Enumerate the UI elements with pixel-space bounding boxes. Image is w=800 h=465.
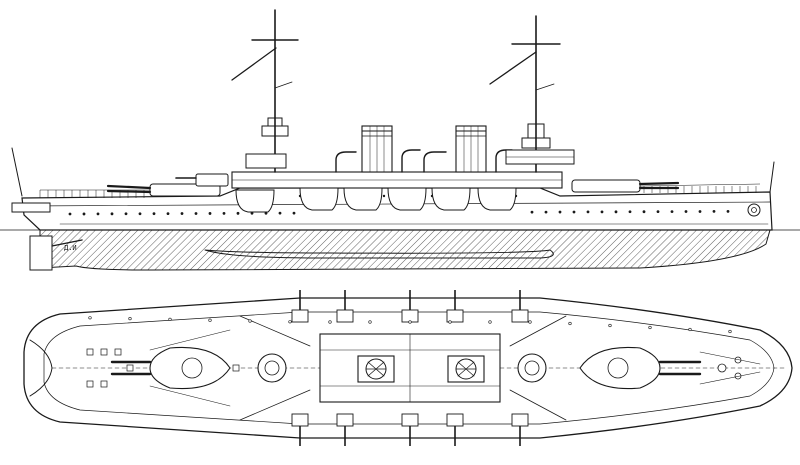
porthole <box>628 210 632 214</box>
porthole <box>558 210 562 214</box>
porthole <box>194 212 198 215</box>
aft-gun-house <box>175 173 229 187</box>
broadside-gun-mount <box>336 413 354 427</box>
porthole <box>586 210 590 214</box>
fore-mast <box>489 15 575 173</box>
aft-turret-side <box>106 183 221 197</box>
deck-hatch <box>100 380 108 388</box>
deck-hatch <box>86 348 94 356</box>
deck-fittings <box>86 316 732 388</box>
funnel-aft <box>361 125 393 173</box>
bollard <box>88 316 92 320</box>
broadside-gun-mount <box>291 413 309 427</box>
rudder <box>29 235 53 271</box>
fore-turret-side <box>571 179 680 193</box>
hull-marking-text: Д.И <box>64 244 77 252</box>
aft-mast <box>231 9 299 173</box>
broadside-gun-mount <box>401 309 419 323</box>
porthole <box>82 212 86 216</box>
stern-walk <box>11 202 51 213</box>
bollard <box>528 320 532 324</box>
anchor <box>747 203 761 217</box>
porthole <box>68 212 72 216</box>
broadside-gun-mount <box>446 309 464 323</box>
bollard <box>408 320 412 324</box>
bollard <box>448 320 452 324</box>
fore-turret-plan <box>579 346 702 390</box>
casemates <box>235 187 517 213</box>
porthole <box>152 212 156 216</box>
porthole <box>698 210 702 213</box>
bollard <box>648 325 652 330</box>
underwater-hull <box>39 229 771 271</box>
jack-staff <box>769 161 775 193</box>
porthole <box>124 212 128 216</box>
funnel-fore <box>455 125 487 173</box>
porthole <box>544 210 548 214</box>
funnel-top-aft <box>357 355 395 383</box>
bollard <box>568 321 572 326</box>
gun-arc-lines <box>149 315 567 421</box>
porthole <box>292 211 296 215</box>
side-elevation-view: Д.И <box>0 9 800 271</box>
bollard <box>248 319 252 323</box>
deck-hatch <box>126 364 134 372</box>
bilge-keel <box>204 249 554 259</box>
deck-hatch <box>114 348 122 356</box>
porthole <box>614 210 618 214</box>
porthole <box>684 210 688 213</box>
bollard <box>728 329 732 334</box>
porthole <box>670 210 674 213</box>
porthole <box>166 212 170 216</box>
porthole <box>530 210 534 214</box>
broadside-gun-mount <box>446 413 464 427</box>
porthole <box>110 212 114 216</box>
porthole <box>726 209 730 213</box>
bollard <box>688 327 692 332</box>
porthole <box>600 210 604 214</box>
porthole <box>264 211 268 215</box>
deck-railing <box>39 183 761 198</box>
porthole <box>382 194 386 198</box>
bollard <box>608 323 612 328</box>
deck-hatch <box>232 364 240 372</box>
bollard <box>328 320 332 324</box>
bollard <box>168 317 172 322</box>
funnel-top-fore <box>447 355 485 383</box>
broadside-gun-mount <box>291 309 309 323</box>
broadside-gun-mount <box>511 413 529 427</box>
porthole <box>222 211 226 215</box>
deck-hatch <box>100 348 108 356</box>
porthole <box>656 210 660 214</box>
porthole <box>572 210 576 214</box>
bollard <box>368 320 372 324</box>
deck-hatch <box>86 380 94 388</box>
bollard <box>208 318 212 322</box>
mast-base-fore <box>517 353 547 383</box>
porthole <box>138 212 142 216</box>
porthole <box>96 212 100 216</box>
broadside-gun-mount <box>336 309 354 323</box>
porthole <box>642 210 646 214</box>
broadside-gun-mount <box>511 309 529 323</box>
broadside-gun-mount <box>401 413 419 427</box>
bow-fittings <box>699 351 761 385</box>
bollard <box>488 320 492 324</box>
bollard <box>128 317 132 321</box>
porthole <box>208 212 212 215</box>
porthole <box>712 210 716 213</box>
porthole <box>180 212 184 215</box>
railing-line <box>639 183 761 187</box>
porthole <box>278 211 282 215</box>
porthole <box>236 211 240 215</box>
mast-base-aft <box>257 353 287 383</box>
bollard <box>288 320 292 324</box>
aft-turret-plan <box>110 346 231 390</box>
stern-flagstaff <box>11 147 23 197</box>
porthole <box>250 211 254 215</box>
broadside-guns <box>291 290 529 446</box>
deck-plan-view <box>23 290 793 446</box>
propeller-shaft <box>51 239 83 247</box>
